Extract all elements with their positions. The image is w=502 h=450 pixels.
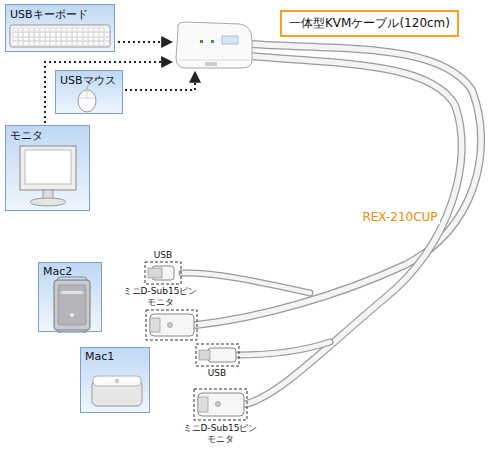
device-box: USBマウス <box>55 70 123 114</box>
device-box: USBキーボード <box>5 4 115 52</box>
node-label: Mac1 <box>81 348 149 365</box>
signal-arrow <box>45 42 195 123</box>
usb-plug <box>148 266 174 280</box>
connector-frame <box>145 262 247 420</box>
node-label: USBキーボード <box>6 5 114 24</box>
port-label: USB <box>146 250 180 261</box>
kvm-cable <box>182 44 481 404</box>
node-label: 一体型KVMケーブル(120cm) <box>282 12 457 35</box>
computer-box: Mac2 <box>38 262 102 332</box>
node-label: Mac2 <box>39 263 101 280</box>
node-label: USBマウス <box>56 71 122 90</box>
title-box: 一体型KVMケーブル(120cm) <box>280 10 459 37</box>
kvm-unit <box>176 22 252 68</box>
vga-plug <box>198 393 244 416</box>
port-label: ミニD-Sub15ピン モニタ <box>180 423 260 445</box>
vga-plug <box>150 314 194 336</box>
product-name: REX-210CUP <box>360 210 440 224</box>
port-label: USB <box>200 368 234 379</box>
node-label: モニタ <box>6 126 89 145</box>
usb-plug <box>199 348 236 362</box>
port-label: ミニD-Sub15ピン モニタ <box>122 286 198 308</box>
computer-box: Mac1 <box>80 347 150 413</box>
device-box: モニタ <box>5 125 90 211</box>
